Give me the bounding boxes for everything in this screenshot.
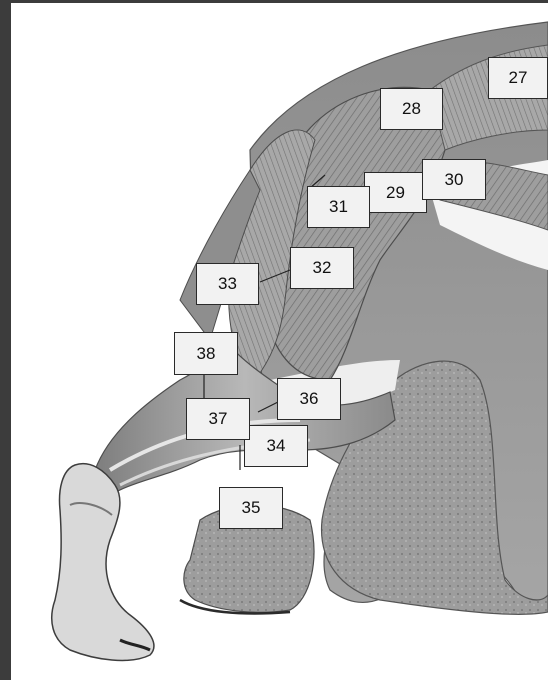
- label-36[interactable]: 36: [277, 378, 341, 420]
- label-28[interactable]: 28: [380, 88, 443, 130]
- label-34[interactable]: 34: [244, 425, 308, 467]
- label-29[interactable]: 29: [364, 172, 427, 213]
- label-27[interactable]: 27: [488, 57, 548, 99]
- label-32[interactable]: 32: [290, 247, 354, 289]
- label-37[interactable]: 37: [186, 398, 250, 440]
- label-30[interactable]: 30: [422, 159, 486, 200]
- hind-limb-muscle-illustration: [11, 3, 548, 680]
- label-33[interactable]: 33: [196, 263, 259, 305]
- label-31[interactable]: 31: [307, 186, 370, 228]
- label-38[interactable]: 38: [174, 332, 238, 375]
- left-frame-border: [0, 0, 11, 680]
- label-35[interactable]: 35: [219, 487, 283, 529]
